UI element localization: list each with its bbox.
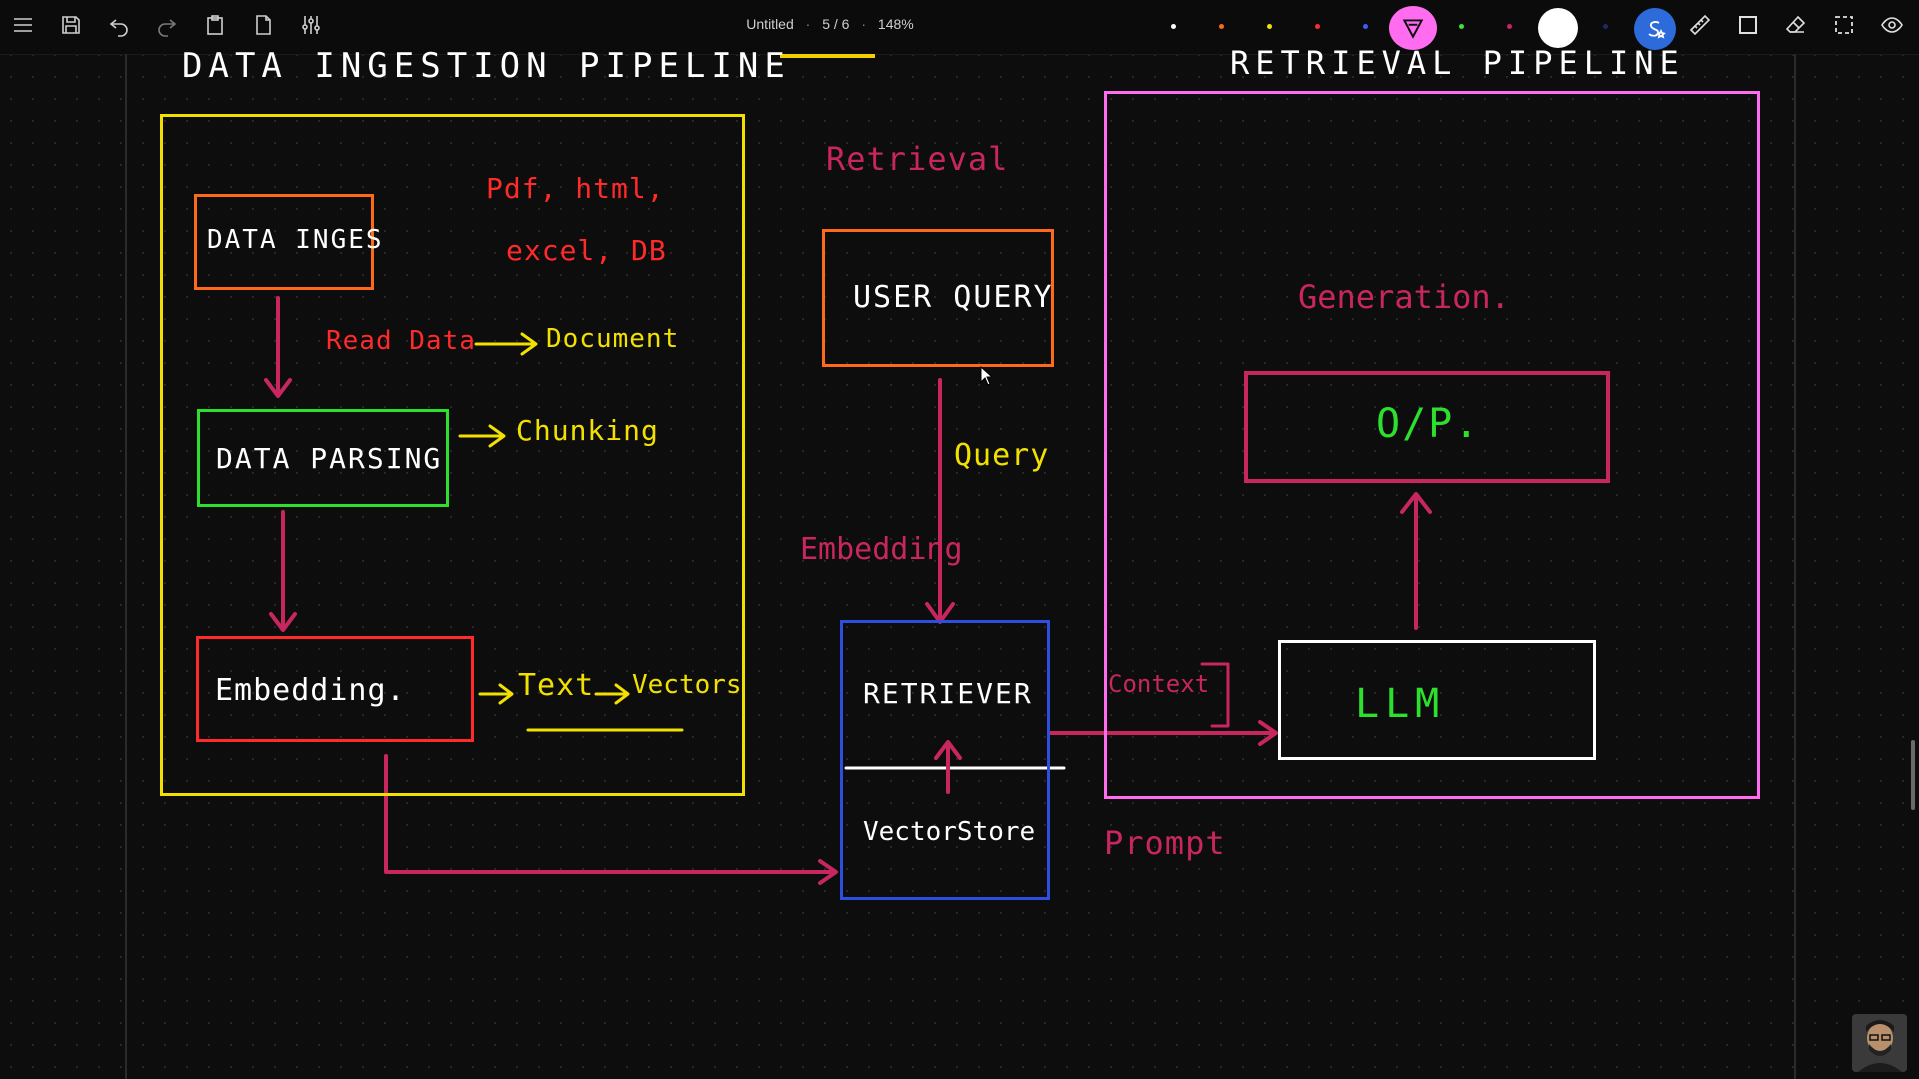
settings-sliders-icon[interactable] — [296, 10, 326, 40]
data-parsing-box[interactable]: DATA PARSING — [197, 409, 449, 507]
paste-icon[interactable] — [200, 10, 230, 40]
generation-label: Generation. — [1298, 278, 1510, 316]
separator: · — [861, 16, 867, 32]
smart-ink-icon — [1648, 21, 1666, 39]
output-box[interactable]: O/P. — [1244, 371, 1610, 483]
retriever-label: RETRIEVER — [863, 677, 1033, 710]
data-parsing-label: DATA PARSING — [216, 442, 443, 475]
title-text: Untitled — [746, 16, 794, 32]
llm-box[interactable]: LLM — [1278, 640, 1596, 760]
chunking-label: Chunking — [516, 414, 659, 447]
sources-line-2: excel, DB — [506, 234, 667, 267]
page-indicator: 5 / 6 — [822, 16, 850, 32]
color-dot-blue[interactable] — [1363, 24, 1368, 29]
color-dot-magenta[interactable] — [1507, 24, 1512, 29]
color-dot-red[interactable] — [1315, 24, 1320, 29]
output-label: O/P. — [1376, 401, 1481, 447]
page-icon[interactable] — [248, 10, 278, 40]
shape-square-icon[interactable] — [1733, 10, 1763, 40]
ingestion-pipeline-frame[interactable] — [160, 114, 745, 796]
page-right-edge — [1794, 54, 1796, 1079]
color-dot-white[interactable] — [1171, 24, 1176, 29]
document-label: Document — [546, 324, 680, 354]
vertical-scrollbar[interactable] — [1911, 740, 1915, 810]
read-data-label: Read Data — [326, 326, 476, 356]
color-dot-orange[interactable] — [1219, 24, 1224, 29]
user-query-label: USER QUERY — [853, 280, 1054, 315]
undo-icon[interactable] — [104, 10, 134, 40]
color-dot-navy[interactable] — [1603, 24, 1608, 29]
mouse-cursor-icon — [980, 366, 994, 386]
context-bracket — [1200, 662, 1230, 728]
text-label: Text — [518, 668, 595, 703]
separator: · — [805, 16, 811, 32]
vectorstore-label: VectorStore — [863, 817, 1036, 847]
save-icon[interactable] — [56, 10, 86, 40]
data-ingest-label: DATA INGES — [207, 225, 384, 255]
stroke-size-circle[interactable] — [1538, 8, 1578, 48]
retrieval-label: Retrieval — [826, 140, 1009, 178]
vectors-label: Vectors — [632, 670, 742, 700]
pen-icon — [1402, 19, 1424, 39]
embedding-label: Embedding — [800, 532, 963, 567]
zoom-level[interactable]: 148% — [877, 16, 914, 32]
person-icon — [1852, 1014, 1907, 1072]
presenter-avatar — [1852, 1014, 1907, 1072]
menu-icon[interactable] — [8, 10, 38, 40]
sources-line-1: Pdf, html, — [486, 172, 665, 205]
select-area-icon[interactable] — [1829, 10, 1859, 40]
prompt-label: Prompt — [1104, 824, 1226, 862]
data-ingest-box[interactable]: DATA INGES — [194, 194, 382, 290]
redo-icon[interactable] — [152, 10, 182, 40]
embedding-box-label: Embedding. — [215, 673, 406, 708]
ingestion-pipeline-title: DATA INGESTION PIPELINE — [182, 46, 791, 86]
document-title: Untitled · 5 / 6 · 148% — [640, 16, 1020, 32]
retrieval-pipeline-frame[interactable] — [1104, 91, 1760, 799]
whiteboard-canvas[interactable]: DATA INGESTION PIPELINE DATA INGES Pdf, … — [0, 44, 1919, 1079]
embedding-box[interactable]: Embedding. — [196, 636, 474, 742]
retriever-vectorstore-box[interactable]: RETRIEVER VectorStore — [840, 620, 1050, 900]
context-label: Context — [1108, 670, 1210, 698]
page-left-edge — [125, 54, 127, 1079]
retrieval-pipeline-title: RETRIEVAL PIPELINE — [1230, 44, 1685, 82]
eraser-icon[interactable] — [1781, 10, 1811, 40]
user-query-box[interactable]: USER QUERY — [822, 229, 1054, 367]
color-dot-green[interactable] — [1459, 24, 1464, 29]
ruler-icon[interactable] — [1685, 10, 1715, 40]
toolbar: Untitled · 5 / 6 · 148% — [0, 0, 1919, 55]
smart-ink-button[interactable] — [1634, 8, 1676, 50]
pen-tool-active[interactable] — [1389, 6, 1437, 50]
query-label: Query — [954, 438, 1050, 473]
color-dot-yellow[interactable] — [1267, 24, 1272, 29]
view-eye-icon[interactable] — [1877, 10, 1907, 40]
llm-label: LLM — [1355, 681, 1446, 727]
active-page-marker — [780, 54, 875, 58]
